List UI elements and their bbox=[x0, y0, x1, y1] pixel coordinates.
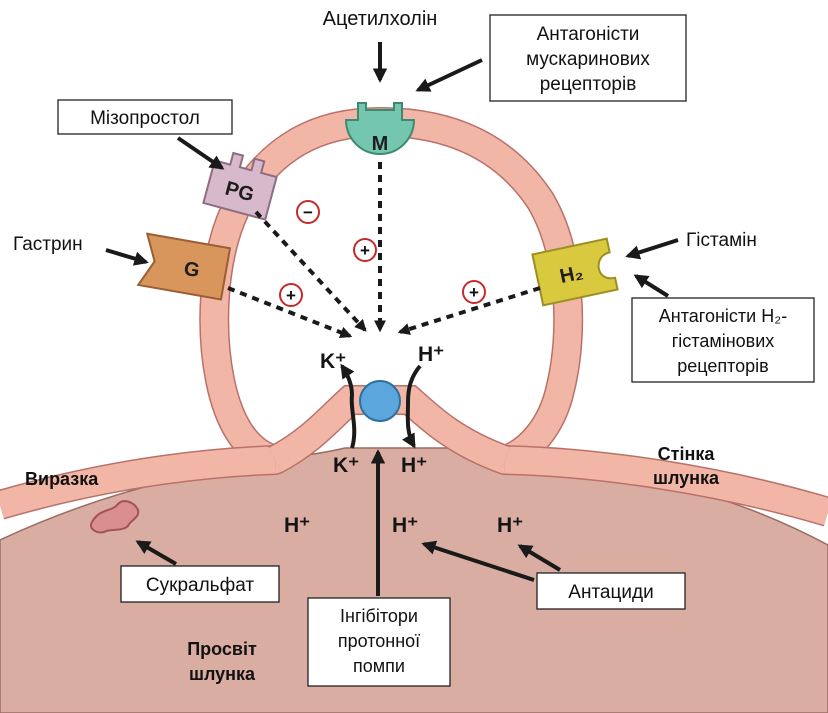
svg-text:мускаринових: мускаринових bbox=[526, 49, 650, 70]
ion-h-lumen-3: H⁺ bbox=[497, 514, 523, 537]
label-stomach-wall-line2: шлунка bbox=[653, 468, 720, 488]
ion-k-top: K⁺ bbox=[320, 350, 346, 373]
svg-text:рецепторів: рецепторів bbox=[677, 356, 769, 376]
sign-g: + bbox=[280, 284, 302, 306]
svg-text:+: + bbox=[360, 241, 370, 260]
box-ppi: Інгібітори протонної помпи bbox=[308, 598, 450, 686]
label-acetylcholine: Ацетилхолін bbox=[323, 8, 438, 30]
arrow-misoprostol bbox=[178, 138, 222, 168]
svg-text:рецепторів: рецепторів bbox=[540, 74, 637, 95]
svg-text:Мізопростол: Мізопростол bbox=[90, 108, 200, 129]
ion-h-lumen-1: H⁺ bbox=[284, 514, 310, 537]
arrow-h2-antagonists bbox=[636, 276, 668, 296]
svg-text:Антагоністи: Антагоністи bbox=[537, 24, 640, 45]
svg-text:протонної: протонної bbox=[338, 631, 420, 651]
box-h2-antagonists: Антагоністи H₂- гістамінових рецепторів bbox=[632, 298, 814, 382]
ion-k-bottom: K⁺ bbox=[333, 454, 359, 477]
svg-text:помпи: помпи bbox=[353, 656, 405, 676]
box-sucralfate: Сукральфат bbox=[121, 566, 279, 602]
svg-text:+: + bbox=[469, 283, 479, 302]
box-antacids: Антациди bbox=[537, 573, 685, 609]
label-gastrin: Гастрин bbox=[13, 234, 83, 255]
svg-text:гістамінових: гістамінових bbox=[672, 331, 775, 351]
svg-text:−: − bbox=[303, 203, 313, 222]
sign-m: + bbox=[354, 239, 376, 261]
sign-pg: − bbox=[297, 201, 319, 223]
ion-h-bottom: H⁺ bbox=[401, 454, 427, 477]
arrow-gastrin bbox=[106, 250, 146, 262]
svg-text:Антациди: Антациди bbox=[568, 582, 653, 603]
ion-h-lumen-2: H⁺ bbox=[392, 514, 418, 537]
box-muscarinic-antagonists: Антагоністи мускаринових рецепторів bbox=[490, 15, 686, 101]
label-histamine: Гістамін bbox=[686, 230, 757, 251]
box-misoprostol: Мізопростол bbox=[58, 100, 232, 134]
svg-text:Сукральфат: Сукральфат bbox=[146, 575, 254, 596]
signal-arrow-pg bbox=[256, 212, 365, 330]
label-stomach-lumen-line2: шлунка bbox=[189, 664, 256, 684]
svg-text:Антагоністи H₂-: Антагоністи H₂- bbox=[659, 306, 787, 326]
ion-h-top: H⁺ bbox=[418, 343, 444, 366]
arrow-muscarinic-antagonists bbox=[418, 60, 482, 90]
arrow-histamine bbox=[628, 240, 678, 256]
m-receptor-label: M bbox=[372, 133, 389, 155]
proton-pump bbox=[360, 381, 400, 421]
sign-h2: + bbox=[463, 281, 485, 303]
svg-text:+: + bbox=[286, 286, 296, 305]
label-stomach-lumen-line1: Просвіт bbox=[187, 639, 257, 659]
label-ulcer: Виразка bbox=[25, 469, 99, 489]
label-stomach-wall-line1: Стінка bbox=[658, 444, 716, 464]
svg-text:Інгібітори: Інгібітори bbox=[340, 606, 418, 626]
